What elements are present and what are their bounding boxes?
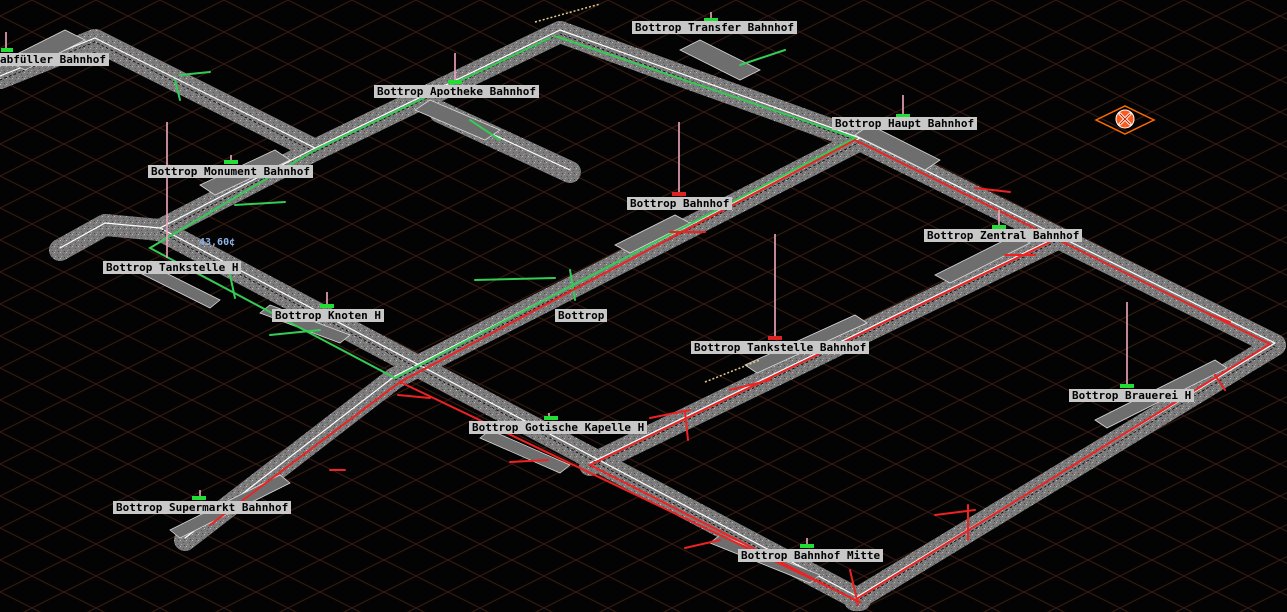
red-route[interactable]: [209, 139, 1273, 606]
station-label-tankstelle-bahnhof[interactable]: Bottrop Tankstelle Bahnhof: [691, 341, 870, 354]
station-label-mitte[interactable]: Bottrop Bahnhof Mitte: [738, 549, 884, 562]
green-route[interactable]: [147, 35, 858, 380]
station-label-apotheke[interactable]: Bottrop Apotheke Bahnhof: [374, 85, 539, 98]
station-status-lights: [1, 18, 1134, 548]
station-label-haupt[interactable]: Bottrop Haupt Bahnhof: [832, 117, 978, 130]
station-label-knoten[interactable]: Bottrop Knoten H: [272, 309, 384, 322]
station-label-tankstelle-h[interactable]: Bottrop Tankstelle H: [103, 261, 242, 274]
station-label-monument[interactable]: Bottrop Monument Bahnhof: [148, 165, 313, 178]
station-label-supermarkt[interactable]: Bottrop Supermarkt Bahnhof: [113, 501, 292, 514]
income-text: 43,60¢: [199, 237, 236, 248]
station-label-brauerei[interactable]: Bottrop Brauerei H: [1069, 389, 1195, 402]
city-label[interactable]: Bottrop: [555, 309, 608, 322]
station-label-transfer[interactable]: Bottrop Transfer Bahnhof: [632, 21, 797, 34]
station-label-bahnhof[interactable]: Bottrop Bahnhof: [627, 197, 733, 210]
station-label-gotische[interactable]: Bottrop Gotische Kapelle H: [469, 421, 648, 434]
remove-marker-icon[interactable]: [1094, 105, 1156, 135]
power-lines: [534, 3, 761, 383]
station-label-zentral[interactable]: Bottrop Zentral Bahnhof: [924, 229, 1083, 242]
station-label-abfueller[interactable]: abfüller Bahnhof: [0, 53, 109, 66]
